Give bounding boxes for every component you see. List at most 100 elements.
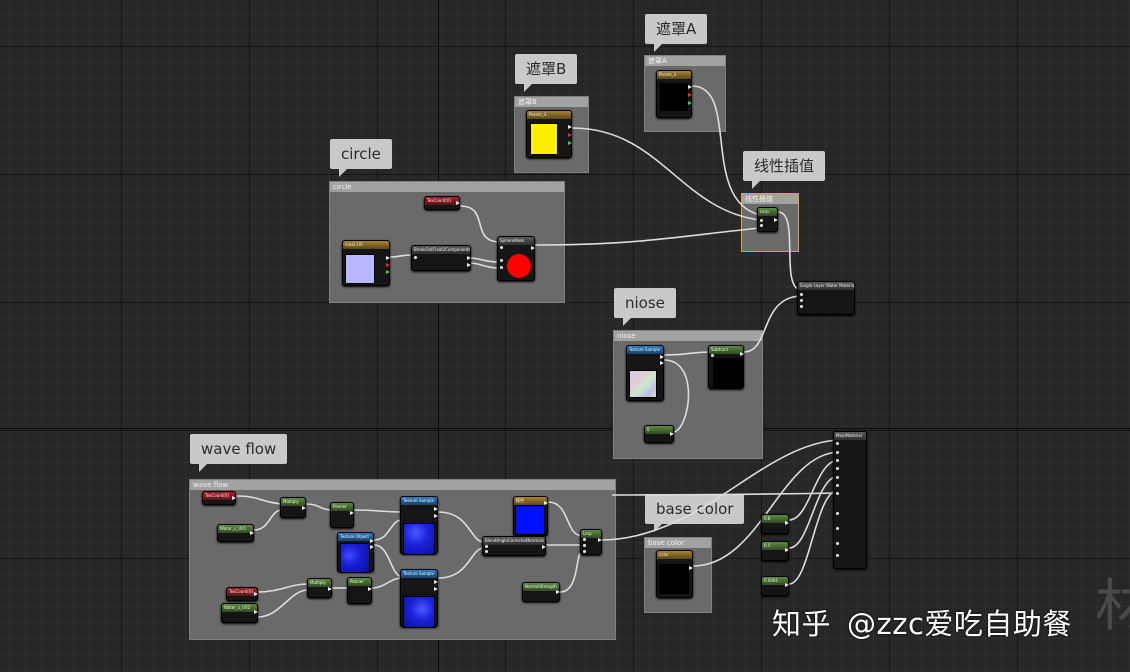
node-color-constant[interactable]: 颜色: [513, 496, 548, 536]
output-pin-r[interactable]: [386, 263, 390, 267]
input-pin[interactable]: [800, 305, 803, 308]
output-pin[interactable]: [689, 566, 693, 570]
output-pin[interactable]: [542, 545, 546, 549]
comment-header-lerp[interactable]: 线性插值: [742, 194, 798, 204]
node-single-layer-water[interactable]: Single Layer Water Material: [797, 281, 855, 315]
node-water-uv-2[interactable]: Water_s_UV2: [221, 603, 258, 623]
node-break-out-float2[interactable]: BreakOutFloat2Components: [411, 245, 471, 271]
node-noise-scalar[interactable]: 0: [644, 425, 674, 443]
input-pin-a[interactable]: [760, 219, 763, 222]
output-pin[interactable]: [670, 432, 674, 436]
comment-header-wave-flow[interactable]: wave flow: [190, 480, 615, 490]
node-mask-uv[interactable]: mask UV: [342, 240, 390, 286]
node-scalar-a[interactable]: 0.8: [761, 514, 789, 534]
output-pin[interactable]: [350, 511, 354, 515]
output-pin[interactable]: [456, 201, 460, 205]
input-pin[interactable]: [500, 266, 503, 269]
input-pin[interactable]: [711, 354, 714, 357]
output-pin[interactable]: [250, 531, 254, 535]
input-pin[interactable]: [800, 293, 803, 296]
output-pin[interactable]: [688, 85, 692, 89]
comment-bubble-mask-b[interactable]: 遮罩B: [515, 54, 578, 92]
input-pin-roughness[interactable]: [836, 467, 839, 470]
comment-header-mask-b[interactable]: 遮罩B: [515, 97, 588, 107]
output-pin[interactable]: [740, 352, 744, 356]
output-pin[interactable]: [467, 263, 471, 267]
input-pin[interactable]: [836, 554, 839, 557]
input-pin-alpha[interactable]: [583, 550, 586, 553]
output-pin[interactable]: [232, 496, 236, 500]
node-noise-texture-sample[interactable]: Texture Sample: [626, 345, 664, 401]
node-normal-strength[interactable]: NormalStrength: [522, 582, 560, 602]
node-tex-coord-wave-2[interactable]: TexCoord[0]: [226, 587, 258, 601]
node-panner-1[interactable]: Panner: [330, 502, 354, 528]
node-blend-angle-corrected-normals[interactable]: BlendAngleCorrectedNormals: [482, 536, 546, 556]
node-texture-object[interactable]: Texture Object: [337, 532, 374, 573]
output-pin-r[interactable]: [568, 133, 572, 137]
output-pin-g[interactable]: [688, 101, 692, 105]
comment-header-circle[interactable]: circle: [330, 182, 564, 192]
input-pin-base-color[interactable]: [836, 442, 839, 445]
input-pin[interactable]: [485, 545, 488, 548]
output-pin[interactable]: [328, 587, 332, 591]
comment-bubble-lerp[interactable]: 线性插值: [743, 151, 826, 189]
comment-header-noise[interactable]: niose: [614, 331, 762, 341]
input-pin-emissive[interactable]: [836, 476, 839, 479]
input-pin-specular[interactable]: [836, 459, 839, 462]
node-main-material[interactable]: MainMaterial: [833, 431, 867, 569]
comment-bubble-circle[interactable]: circle: [330, 139, 392, 177]
input-pin[interactable]: [485, 550, 488, 553]
output-pin[interactable]: [434, 507, 438, 511]
output-pin[interactable]: [370, 539, 374, 543]
output-pin-g[interactable]: [568, 141, 572, 145]
output-pin[interactable]: [660, 361, 664, 365]
node-param-mask-b[interactable]: Param_3: [526, 110, 572, 158]
comment-bubble-wave-flow[interactable]: wave flow: [190, 434, 288, 472]
output-pin[interactable]: [598, 538, 602, 542]
node-scalar-c[interactable]: 0.0001: [761, 576, 789, 596]
input-pin[interactable]: [500, 259, 503, 262]
input-pin-normal[interactable]: [836, 492, 839, 495]
node-panner-2[interactable]: Panner: [347, 577, 372, 604]
node-multiply-2[interactable]: Multiply: [307, 578, 332, 598]
output-pin[interactable]: [434, 587, 438, 591]
output-pin[interactable]: [785, 583, 789, 587]
output-pin[interactable]: [544, 501, 548, 505]
node-lerp-wave[interactable]: Lerp: [580, 529, 602, 555]
node-param-mask-a[interactable]: Param_3: [656, 70, 692, 118]
input-pin[interactable]: [800, 299, 803, 302]
node-scalar-b[interactable]: 0.5: [761, 541, 789, 561]
output-pin[interactable]: [568, 125, 572, 129]
output-pin[interactable]: [368, 587, 372, 591]
node-tex-coord-wave-1[interactable]: TexCoord[0]: [202, 491, 236, 505]
node-multiply-1[interactable]: Multiply: [280, 497, 306, 518]
input-pin[interactable]: [836, 542, 839, 545]
comment-bubble-base-color[interactable]: base color: [645, 494, 745, 532]
output-pin-g[interactable]: [386, 270, 390, 274]
input-pin-opacity[interactable]: [836, 484, 839, 487]
node-texture-sample-2[interactable]: Texture Sample: [400, 569, 438, 628]
output-pin[interactable]: [434, 580, 438, 584]
output-pin[interactable]: [467, 256, 471, 260]
input-pin-metallic[interactable]: [836, 451, 839, 454]
comment-header-base-color[interactable]: base color: [645, 538, 711, 548]
input-pin[interactable]: [500, 246, 503, 249]
output-pin[interactable]: [556, 590, 560, 594]
node-subtract[interactable]: Subtract: [708, 345, 744, 389]
output-pin[interactable]: [386, 256, 390, 260]
output-pin[interactable]: [302, 506, 306, 510]
node-texture-sample-1[interactable]: Texture Sample: [400, 496, 438, 555]
output-pin[interactable]: [434, 514, 438, 518]
node-tex-coord-circle[interactable]: TexCoord[0]: [424, 196, 460, 210]
input-pin[interactable]: [836, 527, 839, 530]
node-sphere-mask[interactable]: SphereMask: [497, 236, 535, 281]
output-pin[interactable]: [254, 592, 258, 596]
output-pin-r[interactable]: [688, 93, 692, 97]
output-pin[interactable]: [774, 218, 778, 222]
node-lerp-main[interactable]: Lerp: [757, 207, 778, 232]
comment-bubble-noise[interactable]: niose: [614, 288, 676, 326]
input-pin-b[interactable]: [760, 224, 763, 227]
input-pin[interactable]: [836, 512, 839, 515]
comment-bubble-mask-a[interactable]: 遮罩A: [645, 14, 708, 52]
